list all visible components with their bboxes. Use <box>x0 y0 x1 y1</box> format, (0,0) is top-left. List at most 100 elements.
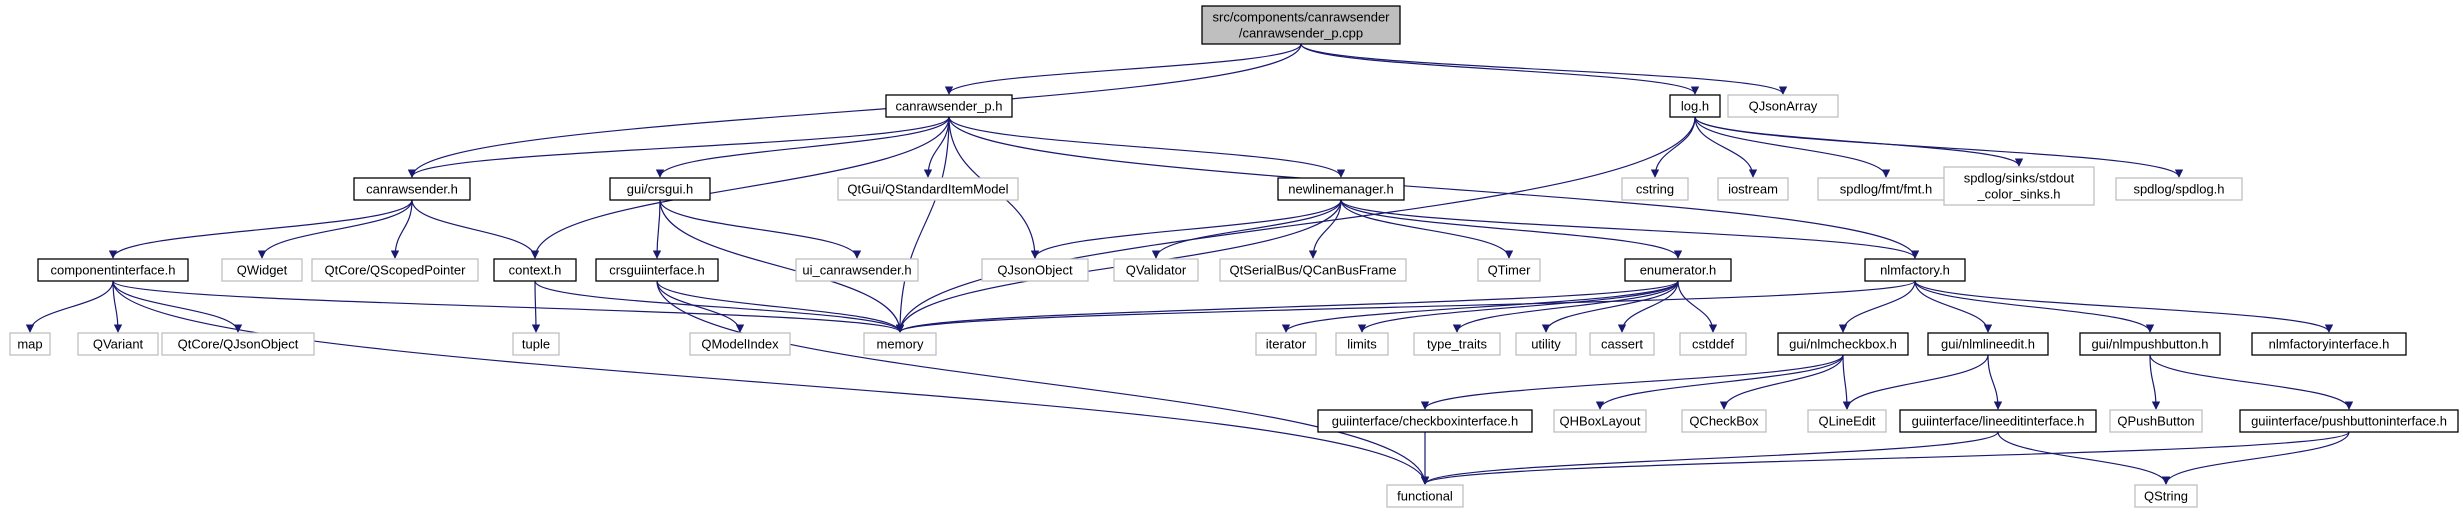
node-box <box>1335 332 1389 356</box>
node-box <box>1515 332 1577 356</box>
node-box <box>221 258 303 282</box>
edge-componentinterface-to-functional <box>112 280 1430 485</box>
nodes-layer: src/components/canrawsender/canrawsender… <box>9 5 2459 508</box>
node-label: QtCore/QJsonObject <box>178 337 299 352</box>
edge-enumerator-to-iterator <box>1281 280 1679 333</box>
edge-canrawsender_p-to-newlinemanager <box>948 116 1346 178</box>
edge-canrawsender-to-qscopedpointer <box>390 199 413 259</box>
node-label: ui_canrawsender.h <box>802 263 911 278</box>
node-label: nlmfactoryinterface.h <box>2269 337 2390 352</box>
node-crsgui[interactable]: gui/crsgui.h <box>609 177 711 201</box>
node-box <box>1113 258 1199 282</box>
node-crsguiinterface[interactable]: crsguiinterface.h <box>595 258 719 282</box>
edge-root-to-canrawsender_p <box>944 43 1302 95</box>
node-root[interactable]: src/components/canrawsender/canrawsender… <box>1201 5 1401 45</box>
edge-nlmcheckbox-to-qhboxlayout <box>1595 354 1844 410</box>
edge-nlmfactory-to-nlmpushbutton <box>1914 280 2155 333</box>
edge-crsgui-to-crsguiinterface <box>652 199 662 259</box>
node-box <box>885 94 1013 118</box>
edge-crsguiinterface-to-functional <box>656 280 1430 485</box>
node-box <box>981 258 1089 282</box>
node-box <box>512 332 560 356</box>
edge-pushbuttoninterface-to-functional <box>1421 431 2350 485</box>
node-canrawsender[interactable]: canrawsender.h <box>353 177 471 201</box>
node-functional: functional <box>1386 484 1464 508</box>
node-nlmfactoryinterface[interactable]: nlmfactoryinterface.h <box>2251 332 2407 356</box>
node-label: _color_sinks.h <box>1976 187 2060 202</box>
edge-componentinterface-to-map <box>25 280 114 333</box>
node-label: guiinterface/checkboxinterface.h <box>1332 414 1518 429</box>
node-label: cassert <box>1601 337 1643 352</box>
edge-enumerator-to-limits <box>1357 280 1679 333</box>
node-newlinemanager[interactable]: newlinemanager.h <box>1277 177 1405 201</box>
edge-nlmfactory-to-nlmcheckbox <box>1838 280 1916 333</box>
node-cstring: cstring <box>1621 177 1689 201</box>
node-iostream: iostream <box>1717 177 1789 201</box>
node-box <box>37 258 189 282</box>
node-label: nlmfactory.h <box>1880 263 1950 278</box>
node-label: guiinterface/lineeditinterface.h <box>1912 414 2085 429</box>
node-label: QtGui/QStandardItemModel <box>847 182 1008 197</box>
node-qvariant: QVariant <box>77 332 159 356</box>
node-label: context.h <box>509 263 562 278</box>
edge-log-to-iostream <box>1694 116 1758 178</box>
node-label: type_traits <box>1427 337 1487 352</box>
node-label: QtSerialBus/QCanBusFrame <box>1230 263 1397 278</box>
node-nlmcheckbox[interactable]: gui/nlmcheckbox.h <box>1777 332 1909 356</box>
node-qstring: QString <box>2134 484 2198 508</box>
node-enumerator[interactable]: enumerator.h <box>1624 258 1732 282</box>
node-qpushbutton: QPushButton <box>2109 409 2203 433</box>
node-checkboxinterface[interactable]: guiinterface/checkboxinterface.h <box>1317 409 1533 433</box>
edge-root-to-qjsonarray <box>1300 43 1788 95</box>
node-label: gui/nlmlineedit.h <box>1941 337 2035 352</box>
node-label: /canrawsender_p.cpp <box>1239 26 1363 41</box>
node-componentinterface[interactable]: componentinterface.h <box>37 258 189 282</box>
node-pushbuttoninterface[interactable]: guiinterface/pushbuttoninterface.h <box>2239 409 2459 433</box>
node-log[interactable]: log.h <box>1669 94 1721 118</box>
node-label: QHBoxLayout <box>1560 414 1641 429</box>
node-qhboxlayout: QHBoxLayout <box>1553 409 1647 433</box>
node-box <box>1669 94 1721 118</box>
node-box <box>1727 94 1839 118</box>
edge-root-to-canrawsender <box>407 43 1302 178</box>
node-label: canrawsender.h <box>366 182 458 197</box>
node-label: src/components/canrawsender <box>1212 10 1390 25</box>
node-box <box>1477 258 1541 282</box>
node-ui_canrawsender: ui_canrawsender.h <box>795 258 919 282</box>
node-box <box>1943 166 2095 206</box>
edge-enumerator-to-cassert <box>1617 280 1679 333</box>
edges-layer <box>25 43 2354 485</box>
node-qcheckbox: QCheckBox <box>1681 409 1767 433</box>
node-qstandarditemmodel: QtGui/QStandardItemModel <box>837 177 1019 201</box>
node-label: QWidget <box>237 263 288 278</box>
edge-enumerator-to-utility <box>1541 280 1679 333</box>
edge-canrawsender_p-to-crsgui <box>655 116 950 178</box>
edge-context-to-memory <box>534 280 905 333</box>
edge-canrawsender-to-context <box>411 199 540 259</box>
node-context[interactable]: context.h <box>493 258 577 282</box>
node-box <box>609 177 711 201</box>
node-lineeditinterface[interactable]: guiinterface/lineeditinterface.h <box>1899 409 2097 433</box>
node-qtcorejsonobject: QtCore/QJsonObject <box>161 332 315 356</box>
node-box <box>1717 177 1789 201</box>
node-label: iostream <box>1728 182 1778 197</box>
node-qlineedit: QLineEdit <box>1807 409 1887 433</box>
node-box <box>1589 332 1655 356</box>
node-box <box>837 177 1019 201</box>
node-box <box>9 332 51 356</box>
edge-componentinterface-to-qvariant <box>112 280 123 333</box>
node-nlmlineedit[interactable]: gui/nlmlineedit.h <box>1927 332 2049 356</box>
edge-log-to-cstring <box>1650 116 1696 178</box>
node-label: iterator <box>1266 337 1307 352</box>
node-canrawsender_p[interactable]: canrawsender_p.h <box>885 94 1013 118</box>
node-box <box>2134 484 2198 508</box>
node-box <box>1621 177 1689 201</box>
node-label: QModelIndex <box>701 337 779 352</box>
edge-nlmpushbutton-to-qpushbutton <box>2149 354 2161 410</box>
node-nlmfactory[interactable]: nlmfactory.h <box>1864 258 1966 282</box>
edge-crsguiinterface-to-memory <box>656 280 905 333</box>
node-box <box>1624 258 1732 282</box>
node-nlmpushbutton[interactable]: gui/nlmpushbutton.h <box>2079 332 2221 356</box>
node-label: cstring <box>1636 182 1674 197</box>
node-label: cstddef <box>1692 337 1734 352</box>
